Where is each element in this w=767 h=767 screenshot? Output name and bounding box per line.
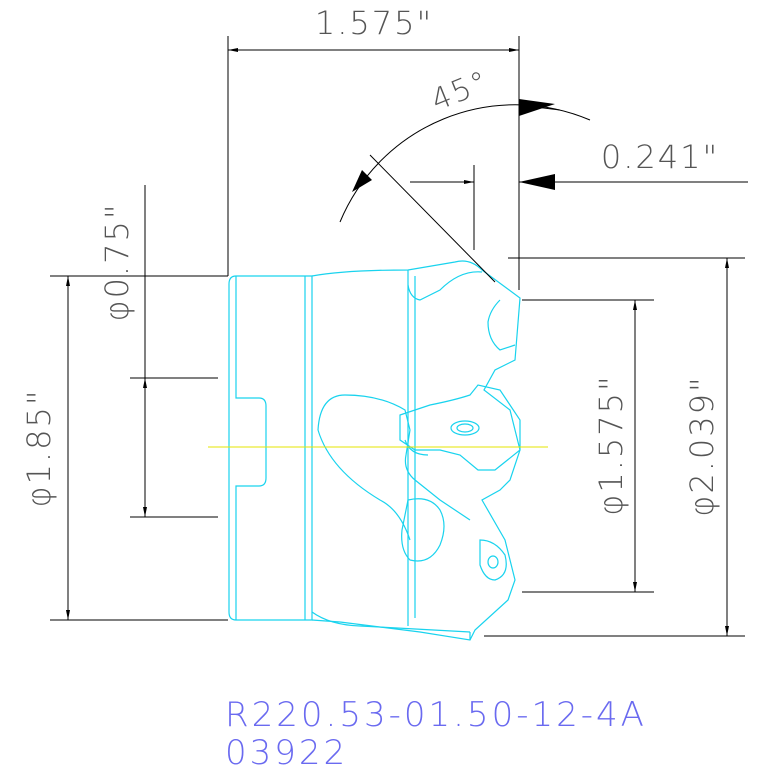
part-code: 03922: [225, 733, 348, 767]
dim-offset: [410, 165, 748, 250]
part-number: R220.53-01.50-12-4A: [225, 695, 647, 735]
dim-body-dia: [50, 275, 228, 621]
cutter-body-outline: [228, 260, 521, 641]
dim-top-width-label: 1.575": [315, 4, 433, 42]
dim-angle: [339, 99, 591, 283]
dim-top-width: [140, 36, 520, 290]
dim-shank-dia: [130, 185, 218, 518]
dim-angle-label: 45°: [426, 64, 494, 119]
dim-offset-label: 0.241": [601, 138, 719, 176]
dim-body-dia-label: φ1.85": [20, 388, 58, 507]
dim-pilot-dia-label: φ1.575": [592, 374, 630, 515]
dim-pilot-dia: [522, 299, 654, 593]
dim-cutter-dia: [484, 257, 745, 637]
dim-cutter-dia-label: φ2.039": [683, 375, 721, 516]
dim-shank-dia-label: φ0.75": [98, 202, 136, 321]
